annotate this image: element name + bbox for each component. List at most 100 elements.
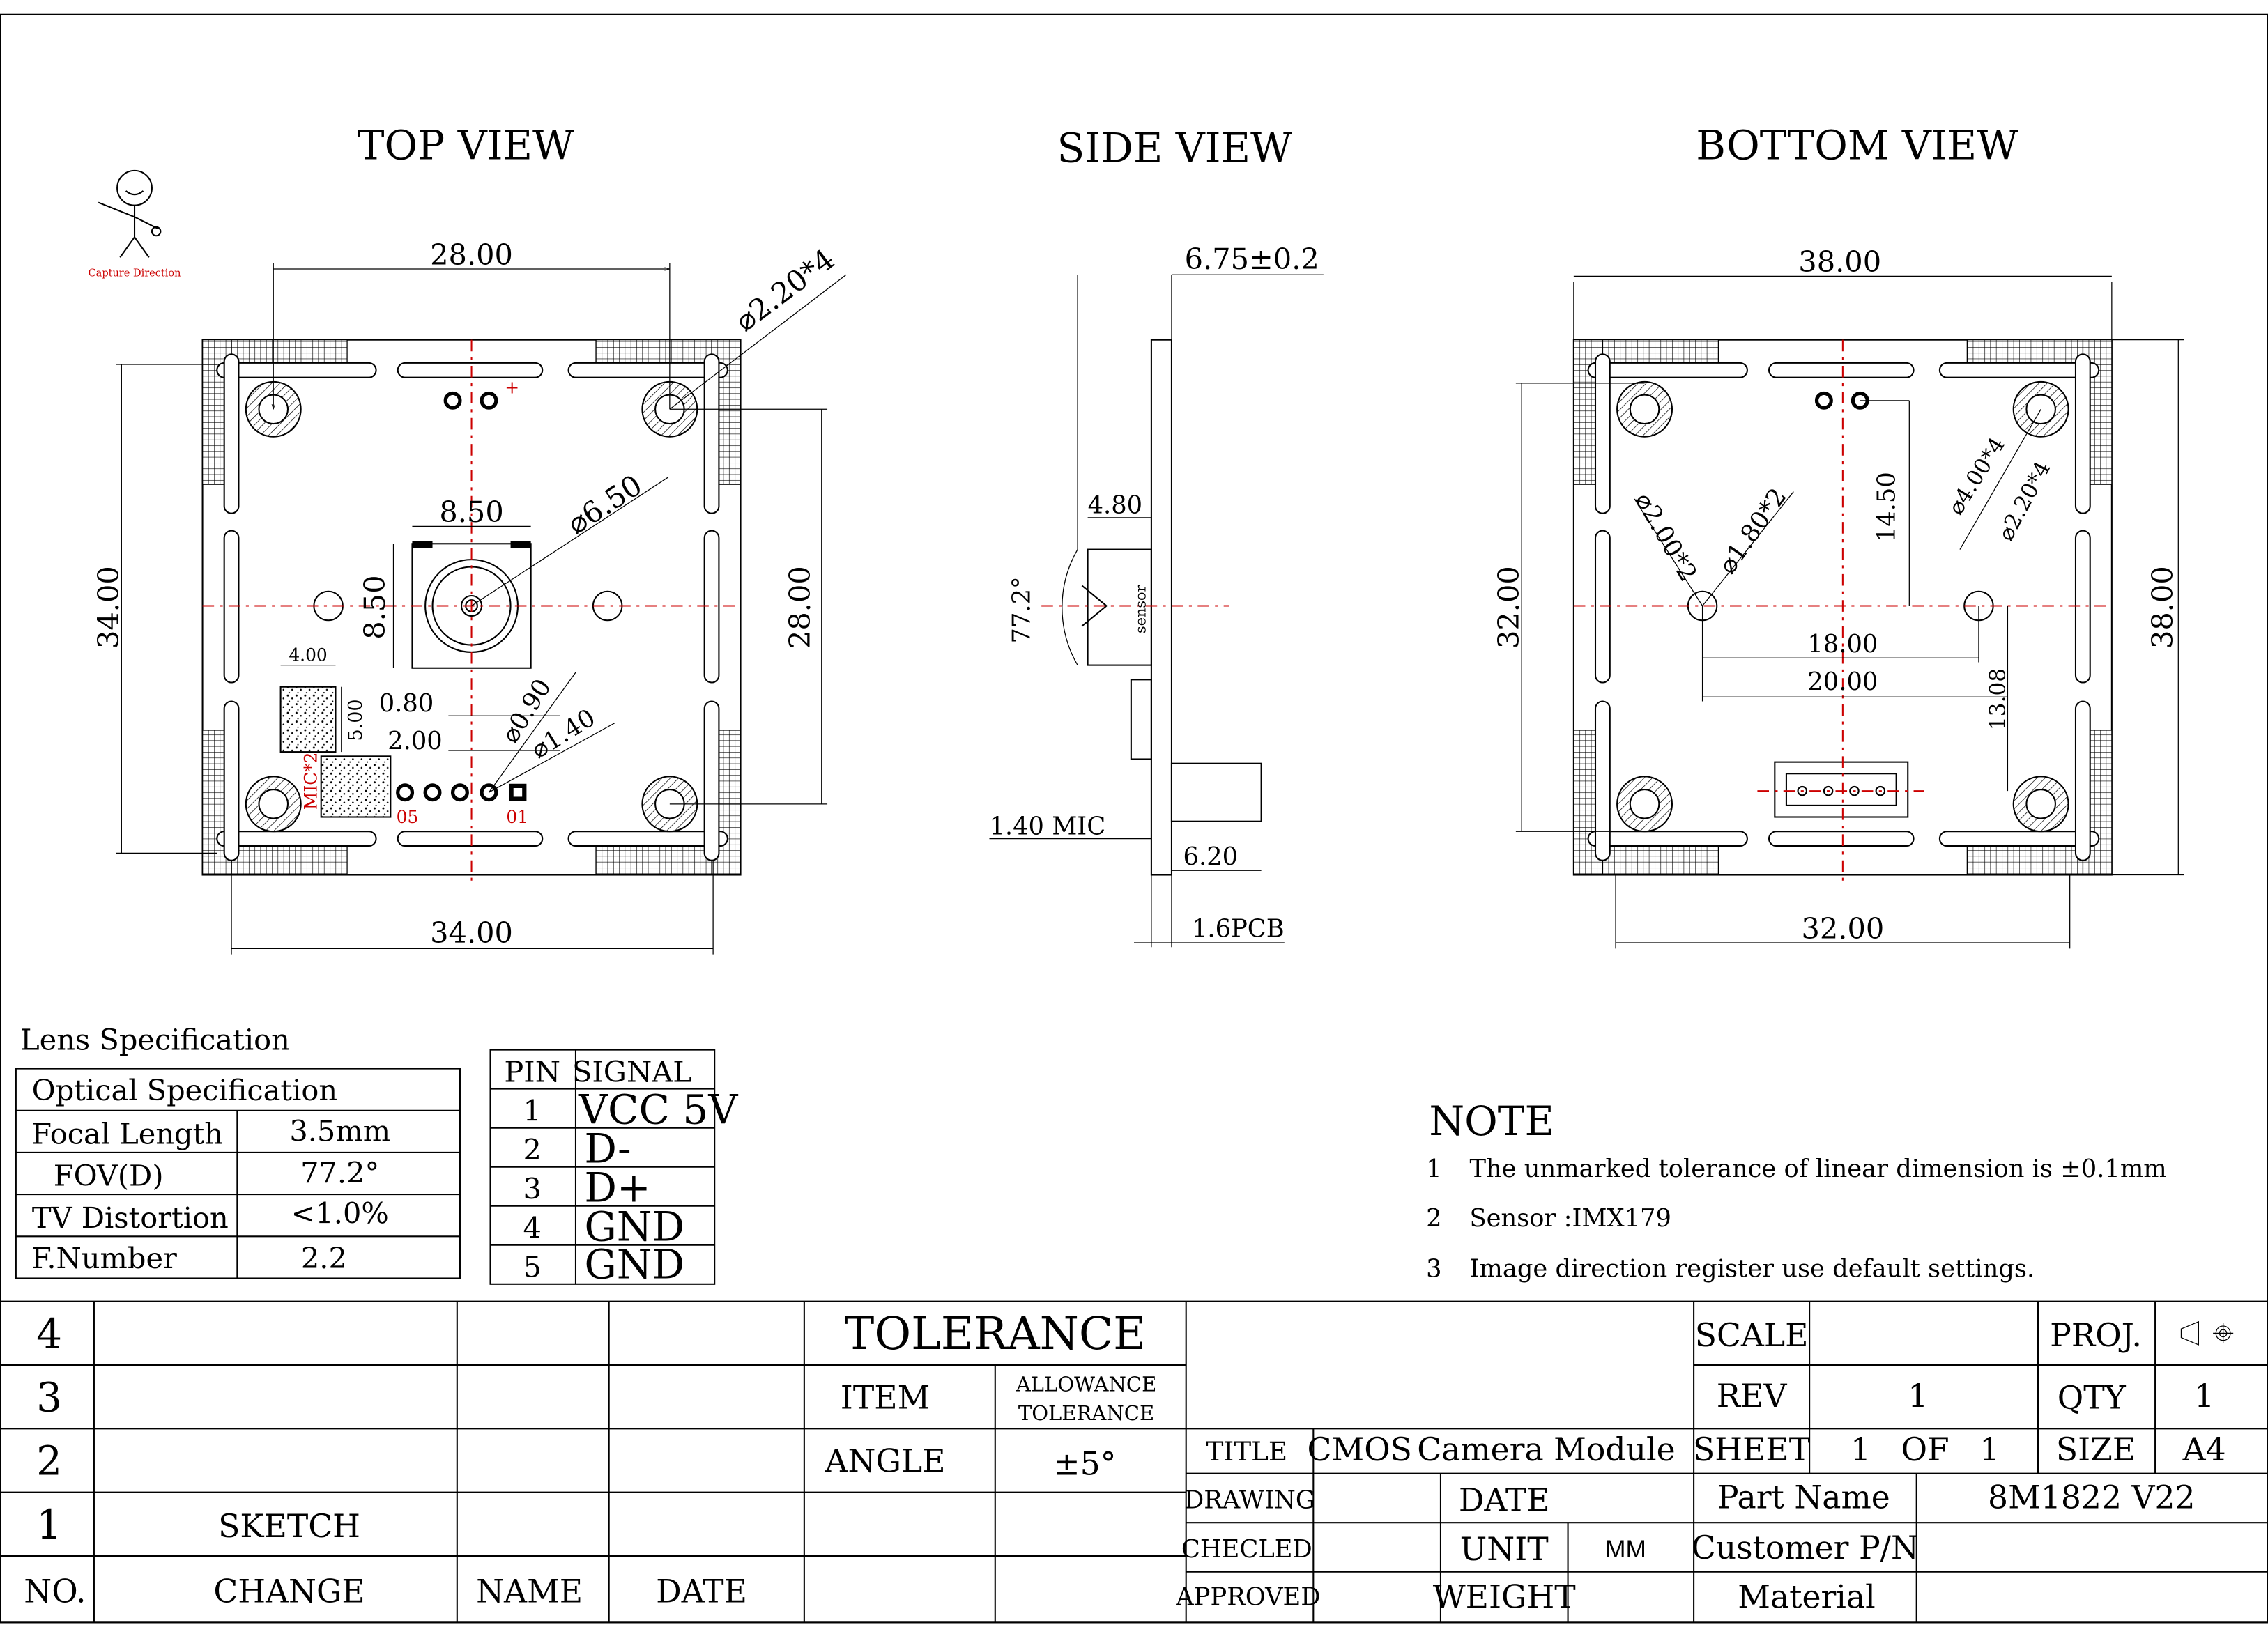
dim-bottom-hole-c: ⌀4.00*4	[1943, 433, 2010, 519]
lens-spec-value: <1.0%	[291, 1196, 389, 1231]
dim-lens-height: 8.50	[358, 575, 392, 639]
tolerance-angle: ANGLE	[825, 1443, 946, 1480]
title-label: TITLE	[1206, 1436, 1288, 1467]
dim-bottom-hole-d: ⌀2.20*4	[1993, 457, 2056, 545]
note-text: The unmarked tolerance of linear dimensi…	[1469, 1155, 2166, 1183]
pin-table: PIN SIGNAL 1 VCC 5V 2 D- 3 D+ 4 GND 5 GN…	[489, 1049, 738, 1288]
note-number: 3	[1426, 1254, 1441, 1283]
pin-header	[396, 783, 527, 802]
dim-bottom-hole-b: ⌀1.80*2	[1713, 483, 1793, 579]
pin-signal: D+	[584, 1164, 650, 1212]
lens-spec-label: FOV(D)	[54, 1159, 164, 1193]
unit-label: UNIT	[1460, 1531, 1549, 1568]
lens-spec-label: Focal Length	[31, 1116, 223, 1150]
lens-spec-value: 77.2°	[300, 1156, 379, 1190]
part-name-value: 8M1822 V22	[1988, 1479, 2195, 1516]
capture-direction-label: Capture Direction	[89, 268, 181, 279]
weight-label: WEIGHT	[1433, 1579, 1576, 1616]
dim-bottom-board-width: 38.00	[1798, 245, 1881, 279]
pin-header-pin: PIN	[504, 1054, 560, 1088]
pin-01-label: 01	[506, 807, 528, 827]
sheet-label: SHEET	[1693, 1431, 1810, 1468]
lens-spec-label: TV Distortion	[32, 1201, 229, 1235]
pin-signal: GND	[584, 1240, 684, 1288]
dim-bottom-spacing-b: 20.00	[1807, 668, 1878, 696]
connector	[1774, 761, 1909, 818]
side-view: sensor 6.75±0.2 4.80 77.2° 1.40 MIC 6.20…	[989, 242, 1324, 948]
title-value-cmos: CMOS	[1308, 1431, 1412, 1468]
dim-top-holes-height: 28.00	[783, 566, 817, 649]
tolerance-allowance: TOLERANCE	[1018, 1401, 1154, 1425]
dim-mic-width: 4.00	[289, 645, 327, 665]
pin-number: 1	[523, 1093, 542, 1127]
rev-row-number: 3	[36, 1373, 62, 1421]
note-text: Image direction register use default set…	[1469, 1254, 2035, 1283]
date-label: DATE	[1459, 1482, 1550, 1519]
pin-number: 4	[523, 1210, 542, 1244]
qty-value: 1	[2194, 1378, 2214, 1415]
tolerance-item: ITEM	[841, 1379, 930, 1416]
side-view-title: SIDE VIEW	[1057, 124, 1292, 171]
lens-spec-table: Lens Specification Optical Specification…	[15, 1023, 461, 1279]
rev-row-number: 2	[36, 1438, 62, 1485]
capture-direction-figure: Capture Direction	[89, 169, 181, 279]
note-text: Sensor :IMX179	[1469, 1204, 1671, 1233]
dim-side-pcb: 1.6PCB	[1192, 915, 1285, 943]
dim-side-thickness: 6.75±0.2	[1185, 242, 1319, 276]
size-value: A4	[2182, 1431, 2226, 1468]
proj-label: PROJ.	[2050, 1317, 2142, 1354]
dim-lens-diameter: ⌀6.50	[561, 468, 648, 541]
rev-header-no: NO.	[24, 1573, 86, 1610]
dim-bottom-hole-a: ⌀2.00*2	[1629, 488, 1702, 587]
lens-spec-label: F.Number	[31, 1241, 177, 1275]
dim-pin-pitch-a: 0.80	[379, 689, 434, 718]
bottom-view: 38.00 32.00 38.00 32.00 ⌀2.00*2 ⌀1.80*2 …	[1492, 245, 2184, 949]
material-label: Material	[1738, 1579, 1876, 1616]
pin-signal: GND	[584, 1203, 684, 1251]
drawing-label: DRAWING	[1184, 1486, 1315, 1514]
top-view-title: TOP VIEW	[358, 121, 574, 169]
pin-number: 2	[523, 1132, 542, 1166]
dim-side-lens-height: 4.80	[1088, 491, 1143, 520]
rev-value: 1	[1908, 1378, 1928, 1415]
dim-bottom-holes-height: 32.00	[1492, 566, 1526, 649]
sheet-value: 1 OF 1	[1851, 1431, 2000, 1468]
tolerance-angle-value: ±5°	[1053, 1446, 1116, 1483]
dim-bottom-offset-conn: 13.08	[1985, 668, 2010, 730]
pin-number: 3	[523, 1171, 542, 1205]
dim-mic-height: 5.00	[345, 699, 367, 741]
customer-pn-label: Customer P/N	[1692, 1529, 1919, 1566]
notes: NOTE 1 The unmarked tolerance of linear …	[1426, 1097, 2167, 1283]
rev-row-number: 1	[36, 1501, 62, 1548]
rev-change: SKETCH	[218, 1508, 360, 1545]
pin-number: 5	[523, 1249, 542, 1284]
tolerance-title: TOLERANCE	[844, 1308, 1146, 1360]
dim-bottom-board-height: 38.00	[2145, 566, 2179, 649]
tolerance-allowance: ALLOWANCE	[1016, 1372, 1157, 1396]
rev-header-change: CHANGE	[213, 1573, 365, 1610]
size-label: SIZE	[2056, 1431, 2136, 1468]
rev-header-name: NAME	[476, 1573, 583, 1610]
dim-lens-width: 8.50	[439, 495, 503, 529]
rev-row-number: 4	[36, 1310, 62, 1357]
sensor-label: sensor	[1133, 585, 1149, 633]
note-number: 1	[1426, 1155, 1441, 1183]
lens-spec-value: 3.5mm	[289, 1113, 390, 1148]
dim-bottom-holes-width: 32.00	[1801, 911, 1884, 946]
dim-side-connector: 6.20	[1183, 842, 1239, 871]
dim-top-board-height: 34.00	[91, 566, 125, 649]
pin-05-label: 05	[397, 807, 419, 827]
pin-signal: VCC 5V	[578, 1086, 738, 1133]
dim-mount-hole: ⌀2.20*4	[728, 242, 841, 338]
pin-signal: D-	[584, 1125, 631, 1172]
bottom-view-title: BOTTOM VIEW	[1696, 121, 2018, 169]
dim-bottom-offset-v: 14.50	[1873, 472, 1901, 542]
lens-spec-value: 2.2	[301, 1241, 347, 1275]
rev-label: REV	[1717, 1378, 1788, 1415]
top-view: Capture Direction + MIC*2 05 01	[89, 169, 847, 955]
unit-value: MM	[1605, 1536, 1646, 1563]
notes-title: NOTE	[1429, 1097, 1554, 1145]
rev-header-date: DATE	[656, 1573, 747, 1610]
mic-label: MIC*2	[301, 752, 321, 810]
